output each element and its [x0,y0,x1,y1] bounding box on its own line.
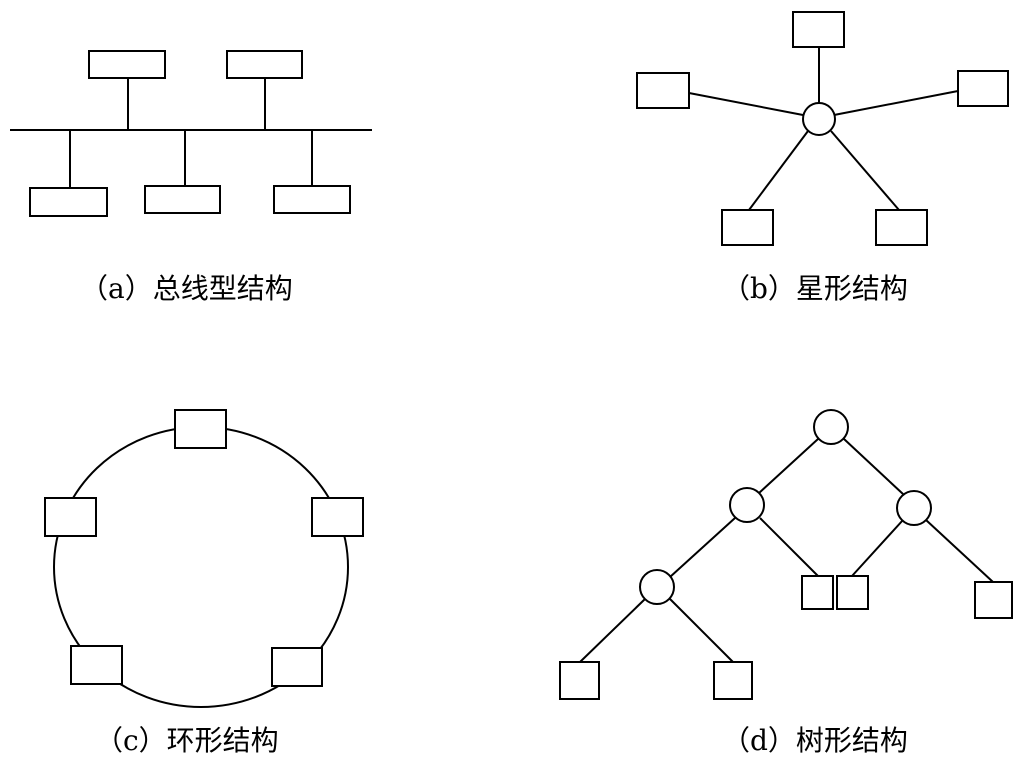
tree-edge-subnode-leaf-2 [669,598,734,663]
bus-caption: （a）总线型结构 [80,272,293,305]
tree-branch-node-sub [639,569,675,605]
tree-leaf-3 [974,581,1013,619]
star-node-top [792,11,845,48]
ring-node-right [311,497,364,537]
star-hub [802,102,836,136]
tree-branch-node-right [896,490,932,526]
star-node-bottom-right [875,209,928,246]
tree-edge-subnode-leaf-1 [579,598,646,663]
star-spoke-bottom-left [748,130,809,211]
star-spoke-left [688,92,804,116]
tree-edge-left-subnode [669,517,736,578]
tree-caption: （d）树形结构 [722,724,908,757]
tree-root-node [813,409,849,445]
star-node-bottom-left [721,209,774,246]
tree-topology: （d）树形结构 [559,409,1013,757]
star-spoke-right [833,90,959,116]
tree-edge-root-left [758,438,819,494]
bus-node-bottom-1 [29,187,108,217]
bus-topology: （a）总线型结构 [10,50,372,305]
tree-leaf-1 [801,575,834,610]
tree-leaf-2 [836,575,869,610]
tree-branch-node-left [729,487,765,523]
ring-topology: （c）环形结构 [44,409,364,757]
star-node-right [957,70,1009,107]
tree-leaf-5 [713,661,753,700]
star-caption: （b）星形结构 [722,272,908,305]
ring-node-left [44,497,97,537]
tree-edge-right-leaf-1 [851,519,904,577]
ring-node-bottom-right [271,647,323,687]
star-topology: （b）星形结构 [636,11,1009,305]
tree-edge-right-leaf-2 [925,519,994,583]
ring-caption: （c）环形结构 [95,724,279,757]
ring-node-top [174,409,227,449]
bus-node-top-2 [226,50,303,79]
bus-node-bottom-2 [144,185,221,214]
bus-node-top-1 [88,50,166,79]
tree-edge-left-leaf [759,517,819,577]
ring-node-bottom-left [70,645,123,685]
tree-leaf-4 [559,661,600,700]
bus-node-bottom-3 [273,185,351,214]
star-spoke-bottom-right [830,130,900,211]
tree-edge-root-right [843,438,904,495]
star-node-left [636,72,690,109]
